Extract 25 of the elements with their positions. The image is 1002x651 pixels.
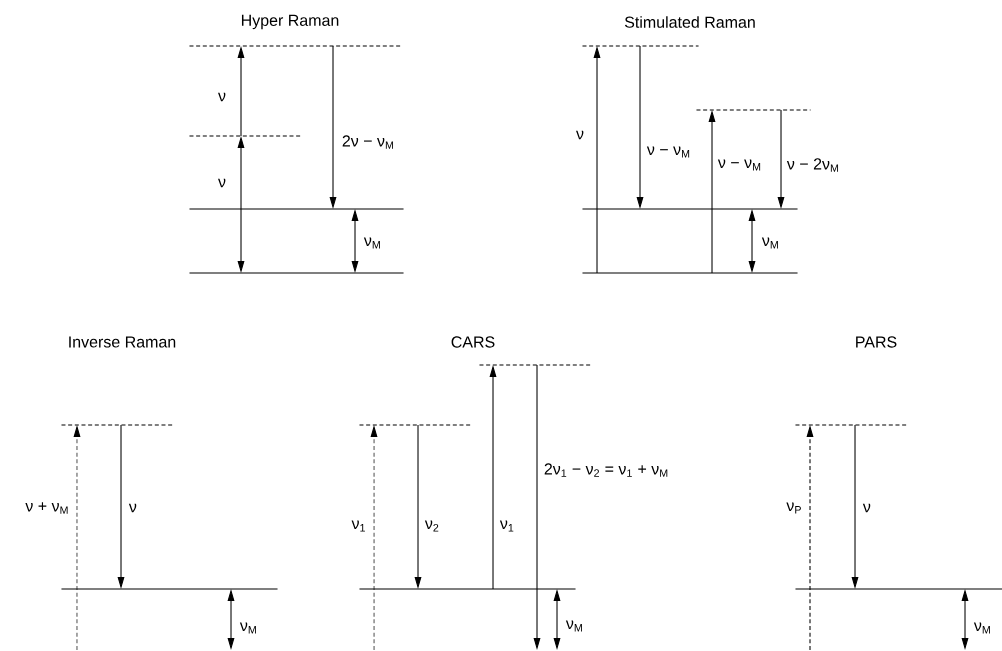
edge-label: ν − ν$_{M}$ [716, 158, 763, 172]
edge-label: ν$_{M}$ [760, 236, 781, 250]
panel-title: Hyper Raman [241, 14, 339, 30]
edge-label: ν$_{1}$ [350, 519, 368, 533]
edge-label: ν [216, 91, 228, 103]
edge-label: ν$_{M}$ [362, 236, 383, 250]
edge-label: 2ν$_{1}$ − ν$_{2}$ = ν$_{1}$ + ν$_{M}$ [542, 461, 671, 479]
edge-label: ν$_{M}$ [564, 619, 585, 633]
panel-title: Stimulated Raman [624, 16, 755, 28]
edge-label: ν$_{M}$ [972, 621, 993, 635]
edge-label: ν$_{1}$ [498, 519, 516, 533]
edge-label: ν [861, 502, 873, 514]
edge-label: ν + ν$_{M}$ [24, 500, 71, 516]
edge-label: ν [127, 502, 139, 514]
edge-label: ν$_{P}$ [785, 501, 804, 515]
panel-title: PARS [856, 336, 897, 348]
panel-title: CARS [451, 336, 495, 348]
edge-label: ν [574, 129, 586, 141]
edge-label: ν − ν$_{M}$ [645, 145, 692, 159]
edge-label: ν − 2ν$_{M}$ [785, 156, 841, 174]
panel-title: Inverse Raman [69, 336, 176, 348]
edge-label: 2ν − ν$_{M}$ [340, 133, 396, 151]
edge-label: ν$_{2}$ [423, 519, 441, 533]
edge-label: ν$_{M}$ [238, 621, 259, 635]
edge-label: ν [216, 177, 228, 189]
